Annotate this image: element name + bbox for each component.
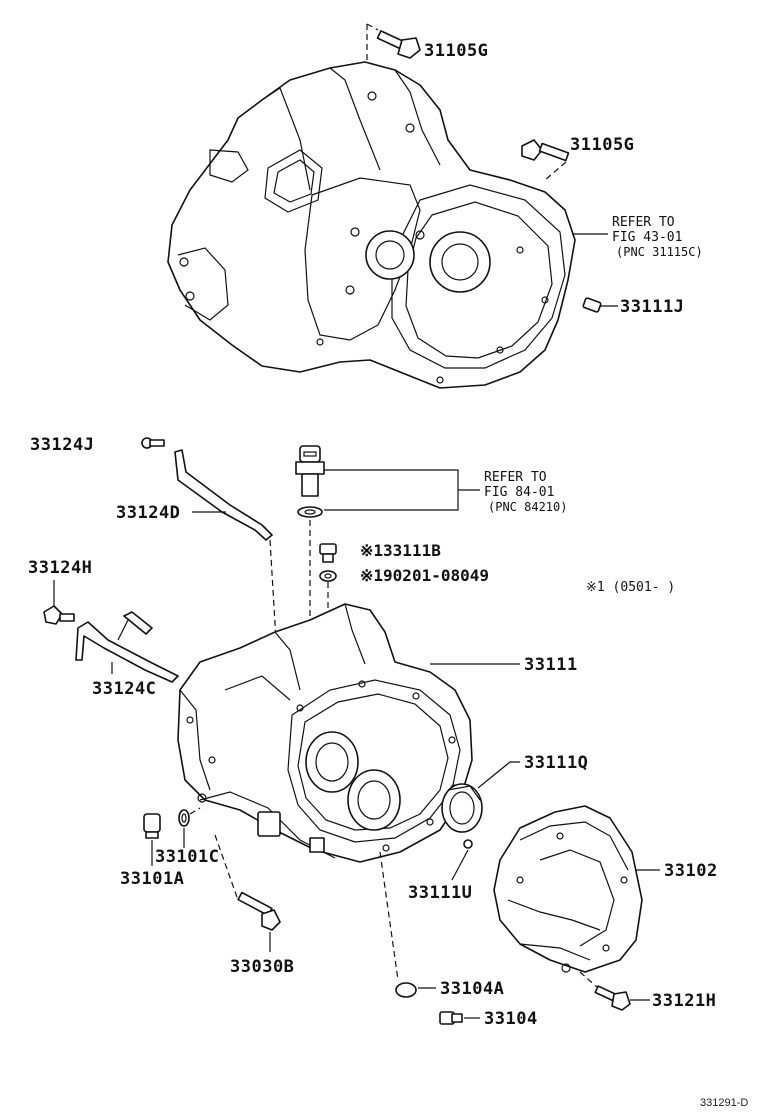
- bolt-33030b: [214, 834, 281, 931]
- label-33104: 33104: [484, 1009, 538, 1029]
- bolt-33124h: [43, 580, 75, 625]
- label-33104a: 33104A: [440, 979, 504, 999]
- label-33124d: 33124D: [116, 503, 180, 523]
- bolt-31105g-mid: [521, 139, 570, 181]
- bolt-33124j: [141, 437, 165, 449]
- sensor-84210: [295, 445, 325, 640]
- label-33111u: 33111U: [408, 883, 472, 903]
- label-31105g-top: 31105G: [424, 41, 488, 61]
- plug-33104a: [379, 851, 417, 998]
- ref43-line2: FIG 43-01: [612, 230, 682, 245]
- label-33102: 33102: [664, 861, 718, 881]
- gasket-33101c: [178, 807, 201, 827]
- ref43-line1: REFER TO: [612, 215, 675, 230]
- ref84-line2: FIG 84-01: [484, 485, 554, 500]
- label-33121h: 33121H: [652, 991, 716, 1011]
- ref84-line1: REFER TO: [484, 470, 547, 485]
- plug-33101a: [143, 813, 161, 839]
- label-33124j: 33124J: [30, 435, 94, 455]
- figure-id: 331291-D: [700, 1097, 748, 1109]
- cover-33102: [493, 805, 643, 973]
- bolt-33121h: [579, 971, 631, 1011]
- bracket-33124d: [174, 449, 277, 641]
- leader-ref84: [324, 469, 480, 511]
- transmission-case-33111: [177, 603, 473, 863]
- bracket-33124c: [75, 611, 179, 683]
- label-33030b: 33030B: [230, 957, 294, 977]
- label-33124h: 33124H: [28, 558, 92, 578]
- oil-seal-33111q: [441, 783, 483, 833]
- label-33111q: 33111Q: [524, 753, 588, 773]
- note-text: ※1 (0501- ): [586, 580, 675, 595]
- label-33111: 33111: [524, 655, 578, 675]
- label-90201: ※190201-08049: [360, 566, 489, 585]
- plug-33104: [439, 1011, 463, 1025]
- label-31105g-mid: 31105G: [570, 135, 634, 155]
- ref84-line3: (PNC 84210): [488, 500, 567, 514]
- label-33111j: 33111J: [620, 297, 684, 317]
- pin-33111u: [463, 839, 473, 849]
- label-33101a: 33101A: [120, 869, 184, 889]
- label-33111b: ※133111B: [360, 541, 441, 560]
- ref43-line3: (PNC 31115C): [616, 245, 703, 259]
- leader-33111q: [477, 761, 520, 789]
- bolt-31105g-top: [366, 23, 421, 62]
- label-33124c: 33124C: [92, 679, 156, 699]
- plug-33111b: [319, 543, 337, 563]
- leader-33111u: [451, 849, 469, 881]
- transaxle-case-upper: [167, 61, 576, 389]
- pin-33111j: [582, 297, 602, 313]
- label-33101c: 33101C: [155, 847, 219, 867]
